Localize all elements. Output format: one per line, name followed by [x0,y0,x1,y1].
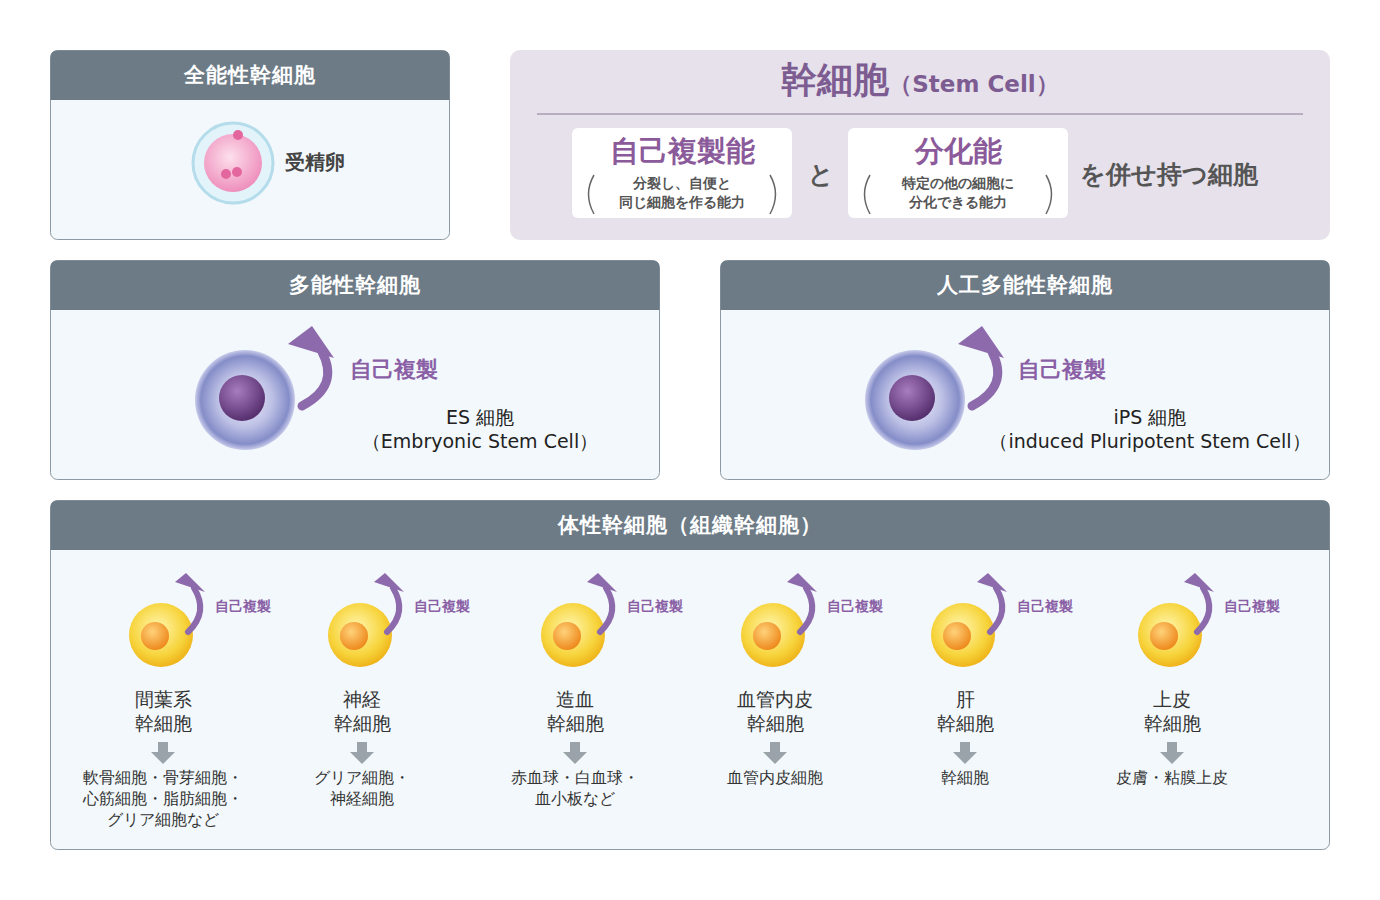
node-title: 自己複製 [215,598,271,615]
node-title: 自己複製 [414,598,470,615]
node-text: ES 細胞 [446,406,514,429]
category-panel: 多能性幹細胞自己複製 ES 細胞（Embryonic Stem Cell） [50,260,660,480]
node-text: 受精卵 [285,150,345,174]
node-text: 神経 幹細胞 [332,688,393,736]
node-title: 自己複製 [827,598,883,615]
node-text: 分裂し、自便と 同じ細胞を作る能力 [617,174,747,212]
title-row: 幹細胞（Stem Cell） [510,58,1330,101]
node-text: 皮膚・粘膜上皮 [1116,768,1228,789]
node-text: 特定の他の細胞に 分化できる能力 [900,174,1016,212]
node-title: 自己複製 [1017,598,1073,615]
node-text: （Embryonic Stem Cell） [362,430,598,453]
node-text: 赤血球・白血球・ 血小板など [509,768,641,810]
panel-heading: 多能性幹細胞 [50,260,660,310]
node-text: 間葉系 幹細胞 [133,688,194,736]
stem-cell-column: 自己複製肝 幹細胞幹細胞 [855,570,1075,840]
node-title: 自己複製 [1224,598,1280,615]
stem-cell-column: 自己複製間葉系 幹細胞軟骨細胞・骨芽細胞・ 心筋細胞・脂肪細胞・ グリア細胞など [53,570,273,840]
stem-cell-column: 自己複製血管内皮 幹細胞血管内皮細胞 [665,570,885,840]
node-text: と [808,160,834,190]
node-title: 自己複製 [627,598,683,615]
node-text: 肝 幹細胞 [935,688,996,736]
category-panel: 人工多能性幹細胞自己複製 iPS 細胞（induced Pluripotent S… [720,260,1330,480]
node-text: 造血 幹細胞 [545,688,606,736]
definition-panel: 幹細胞（Stem Cell） と を併せ持つ細胞 自己複製能分裂し、自便と 同じ細胞を… [510,50,1330,240]
category-panel: 体性幹細胞（組織幹細胞） 自己複製間葉系 幹細胞軟骨細胞・骨芽細胞・ 心筋細胞・脂… [50,500,1330,850]
node-text: 血管内皮 幹細胞 [735,688,815,736]
node-text: iPS 細胞 [1114,406,1187,429]
stem-cell-column: 自己複製上皮 幹細胞皮膚・粘膜上皮 [1062,570,1282,840]
node-text: 軟骨細胞・骨芽細胞・ 心筋細胞・脂肪細胞・ グリア細胞など [81,768,245,830]
panel-heading: 体性幹細胞（組織幹細胞） [50,500,1330,550]
property-box: 自己複製能分裂し、自便と 同じ細胞を作る能力 [572,128,792,218]
node-text: を併せ持つ細胞 [1080,160,1258,190]
node-text: （Stem Cell） [889,71,1058,97]
panel-heading: 人工多能性幹細胞 [720,260,1330,310]
stem-cell-column: 自己複製神経 幹細胞グリア細胞・ 神経細胞 [252,570,472,840]
node-text: 幹細胞 [941,768,989,789]
node-text: 上皮 幹細胞 [1142,688,1203,736]
node-text: 自己複製 [350,357,438,383]
node-title: 幹細胞 [781,59,889,100]
node-title: 自己複製能 [610,134,755,169]
panel-heading: 全能性幹細胞 [50,50,450,100]
property-box: 分化能特定の他の細胞に 分化できる能力 [848,128,1068,218]
stem-cell-column: 自己複製造血 幹細胞赤血球・白血球・ 血小板など [465,570,685,840]
node-text: 血管内皮細胞 [727,768,823,789]
node-text: （induced Pluripotent Stem Cell） [989,430,1310,453]
node-text: 自己複製 [1018,357,1106,383]
category-panel: 全能性幹細胞受精卵 [50,50,450,240]
node-text: グリア細胞・ 神経細胞 [312,768,412,810]
node-title: 分化能 [915,134,1002,169]
